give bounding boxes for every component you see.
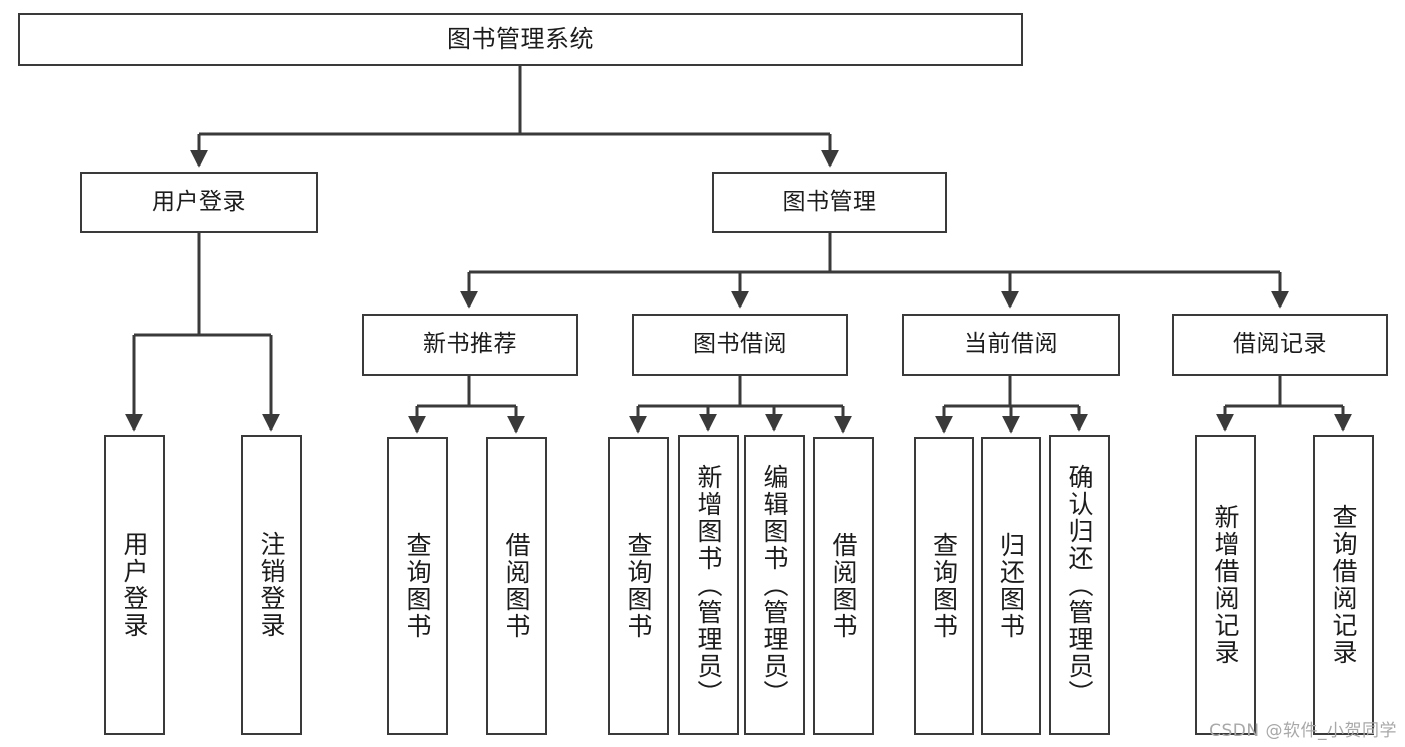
leaf-user-login[interactable]: 用户登录 — [104, 435, 165, 735]
node-new-book-recommend[interactable]: 新书推荐 — [362, 314, 578, 376]
leaf-query-record[interactable]: 查询借阅记录 — [1313, 435, 1374, 735]
leaf-add-book[interactable]: 新增图书（管理员） — [678, 435, 739, 735]
leaf-edit-book[interactable]: 编辑图书（管理员） — [744, 435, 805, 735]
node-root-system[interactable]: 图书管理系统 — [18, 13, 1023, 66]
leaf-query-book-3[interactable]: 查询图书 — [914, 437, 974, 735]
leaf-borrow-book-1[interactable]: 借阅图书 — [486, 437, 547, 735]
leaf-user-logout[interactable]: 注销登录 — [241, 435, 302, 735]
leaf-borrow-book-2[interactable]: 借阅图书 — [813, 437, 874, 735]
node-book-manage[interactable]: 图书管理 — [712, 172, 947, 233]
leaf-query-book-2[interactable]: 查询图书 — [608, 437, 669, 735]
leaf-query-book-1[interactable]: 查询图书 — [387, 437, 448, 735]
node-book-borrow[interactable]: 图书借阅 — [632, 314, 848, 376]
node-current-borrow[interactable]: 当前借阅 — [902, 314, 1120, 376]
watermark-credit: CSDN @软件_小贺同学 — [1209, 721, 1397, 741]
leaf-return-book[interactable]: 归还图书 — [981, 437, 1041, 735]
node-user-login[interactable]: 用户登录 — [80, 172, 318, 233]
leaf-add-record[interactable]: 新增借阅记录 — [1195, 435, 1256, 735]
node-borrow-record[interactable]: 借阅记录 — [1172, 314, 1388, 376]
leaf-confirm-return[interactable]: 确认归还（管理员） — [1049, 435, 1110, 735]
